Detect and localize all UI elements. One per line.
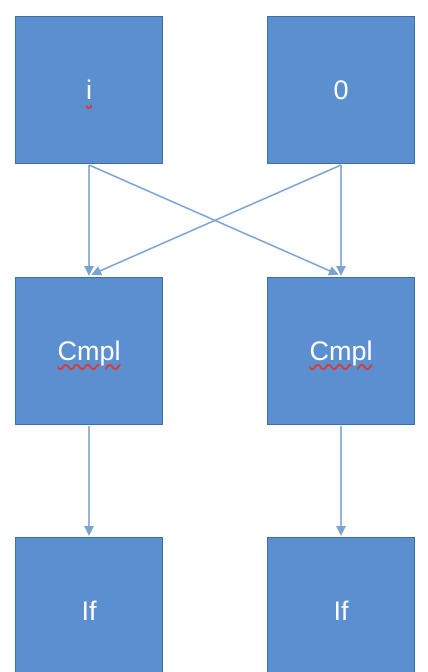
node-cmpl-right[interactable]: Cmpl xyxy=(267,277,415,425)
node-cmpl-right-label: Cmpl xyxy=(309,335,373,366)
node-cmpl-left-label: Cmpl xyxy=(57,335,121,366)
node-zero[interactable]: 0 xyxy=(267,16,415,164)
edge-i-to-cmpl-right xyxy=(88,164,339,276)
edge-0-to-cmpl-left xyxy=(91,164,342,276)
node-if-right[interactable]: If xyxy=(267,537,415,672)
node-zero-label: 0 xyxy=(333,74,349,105)
node-cmpl-left[interactable]: Cmpl xyxy=(15,277,163,425)
node-if-left[interactable]: If xyxy=(15,537,163,672)
node-i-label: i xyxy=(86,74,92,105)
node-if-right-label: If xyxy=(333,595,349,626)
node-i[interactable]: i xyxy=(15,16,163,164)
node-if-left-label: If xyxy=(81,595,97,626)
